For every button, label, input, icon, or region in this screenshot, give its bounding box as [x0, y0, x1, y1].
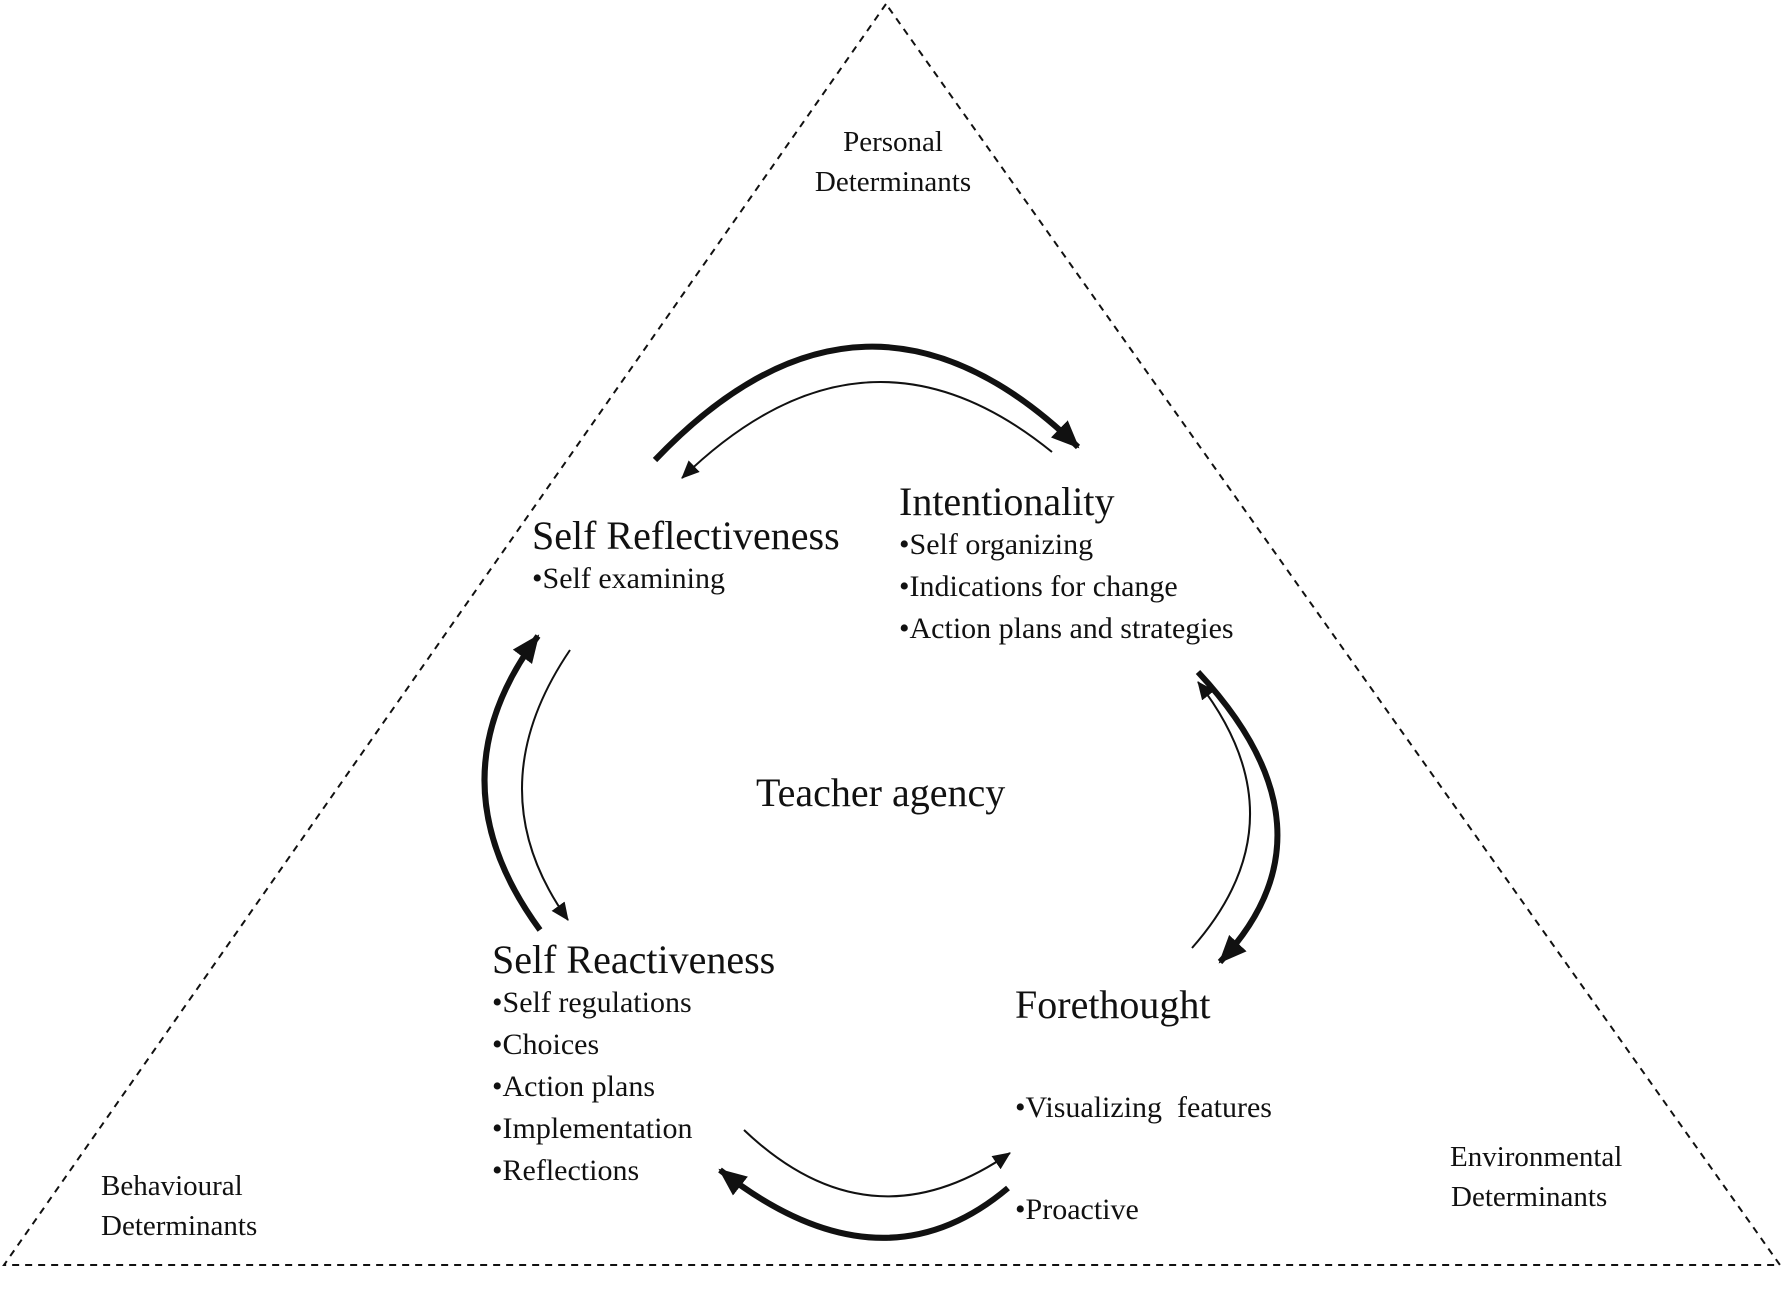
node-items: Self organizing Indications for change A…	[899, 524, 1234, 650]
node-self-reflectiveness: Self Reflectiveness Self examining	[532, 514, 840, 600]
node-forethought: Forethought Visualizing features Proacti…	[1015, 983, 1272, 1291]
arrow-forethought-to-intentionality	[1191, 681, 1251, 949]
list-item: Visualizing features	[1015, 1087, 1272, 1129]
list-item: Choices	[492, 1024, 775, 1066]
node-title: Self Reactiveness	[492, 937, 776, 982]
node-intentionality: Intentionality Self organizing Indicatio…	[899, 480, 1234, 650]
behavioural-determinants-label: Behavioural Determinants	[101, 1170, 258, 1242]
determinants-triangle	[2, 2, 1782, 1266]
node-items: Visualizing features Proactive	[1015, 1027, 1272, 1291]
list-item: Implementation	[492, 1108, 775, 1150]
node-title: Forethought	[1015, 982, 1211, 1027]
center-label: Teacher agency	[756, 770, 1006, 815]
list-item: Action plans	[492, 1066, 775, 1108]
arrow-intentionality-to-forethought	[1195, 669, 1281, 965]
personal-determinants-label: Personal Determinants	[814, 126, 972, 198]
node-items: Self regulations Choices Action plans Im…	[492, 982, 775, 1192]
arrow-reflectiveness-to-intentionality	[652, 343, 1081, 463]
arrow-forethought-to-reactiveness	[718, 1167, 1010, 1241]
node-self-reactiveness: Self Reactiveness Self regulations Choic…	[492, 938, 775, 1192]
node-title: Self Reflectiveness	[532, 513, 840, 558]
arrow-reactiveness-to-reflectiveness	[481, 634, 543, 932]
list-item: Self examining	[532, 558, 840, 600]
list-item: Self organizing	[899, 524, 1234, 566]
node-title: Intentionality	[899, 479, 1115, 524]
list-item: Indications for change	[899, 566, 1234, 608]
list-item: Self regulations	[492, 982, 775, 1024]
arrow-reflectiveness-to-reactiveness	[521, 649, 571, 921]
arrow-intentionality-to-reflectiveness	[681, 381, 1053, 479]
list-item: Action plans and strategies	[899, 608, 1234, 650]
arrow-reactiveness-to-forethought	[743, 1129, 1011, 1198]
node-items: Self examining	[532, 558, 840, 600]
list-item: Reflections	[492, 1150, 775, 1192]
environmental-determinants-label: Environmental Determinants	[1450, 1141, 1623, 1213]
list-item: Proactive	[1015, 1189, 1272, 1231]
